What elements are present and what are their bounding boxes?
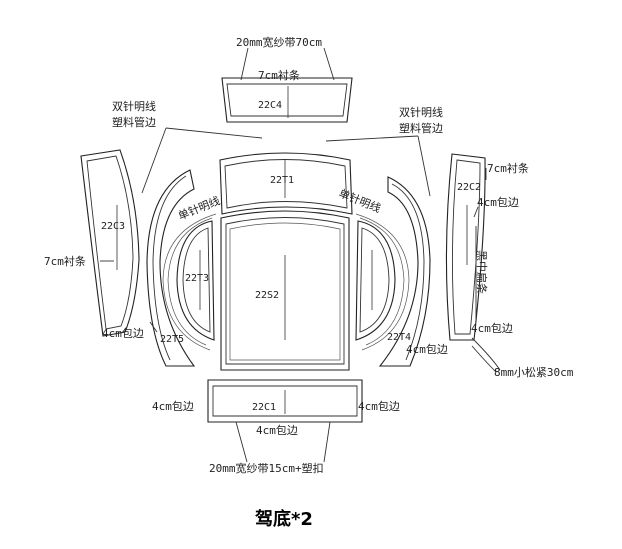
note-double-needle-right-2: 塑料管边 — [399, 121, 443, 135]
piece-22t3-right — [355, 220, 396, 341]
label-22t4: 22T4 — [387, 332, 411, 343]
piece-22c4: 22C4 — [221, 77, 353, 123]
piece-22c3: 22C3 — [80, 149, 140, 337]
piece-22t1: 22T1 — [219, 152, 353, 215]
label-22t1: 22T1 — [270, 175, 294, 186]
piece-22t5: 22T5 — [146, 169, 217, 367]
label-22c4: 22C4 — [258, 100, 282, 111]
piece-22s2: 22S2 — [220, 210, 350, 371]
piece-22t4: 22T4 — [355, 176, 431, 367]
leader-lines — [100, 47, 501, 463]
label-22c3: 22C3 — [101, 221, 125, 232]
note-binding-right-top: 4cm包边 — [477, 196, 519, 209]
note-binding-right-mid: 4cm包边 — [471, 322, 513, 335]
note-single-needle-left: 单针明线 — [176, 193, 222, 222]
label-22c2: 22C2 — [457, 182, 481, 193]
label-22c1: 22C1 — [252, 402, 276, 413]
diagram-title: 驾底*2 — [255, 508, 313, 530]
label-22s2: 22S2 — [255, 290, 279, 301]
note-webbing-bottom: 20mm宽纱带15cm+塑扣 — [209, 461, 324, 475]
piece-22c2: 22C2 — [445, 153, 486, 341]
label-22t3: 22T3 — [185, 273, 209, 284]
label-22t5: 22T5 — [160, 334, 184, 345]
note-double-needle-right-1: 双针明线 — [399, 105, 443, 119]
piece-22c1: 22C1 — [207, 379, 363, 423]
note-flat-band: 黑中扁条 — [475, 250, 489, 294]
note-binding-c1-right: 4cm包边 — [358, 400, 400, 413]
note-elastic: 8mm小松紧30cm — [494, 365, 574, 379]
note-webbing-top: 20mm宽纱带70cm — [236, 35, 322, 49]
note-double-needle-left-2: 塑料管边 — [112, 115, 156, 129]
piece-22t3: 22T3 — [176, 220, 215, 341]
note-lining-top: 7cm衬条 — [258, 68, 300, 82]
note-lining-left: 7cm衬条 — [44, 254, 86, 268]
note-binding-c1-bottom: 4cm包边 — [256, 424, 298, 437]
note-lining-right: 7cm衬条 — [487, 161, 529, 175]
note-binding-t4: 4cm包边 — [406, 343, 448, 356]
note-binding-left: 4cm包边 — [102, 327, 144, 340]
note-double-needle-left-1: 双针明线 — [112, 99, 156, 113]
note-binding-c1-left: 4cm包边 — [152, 400, 194, 413]
